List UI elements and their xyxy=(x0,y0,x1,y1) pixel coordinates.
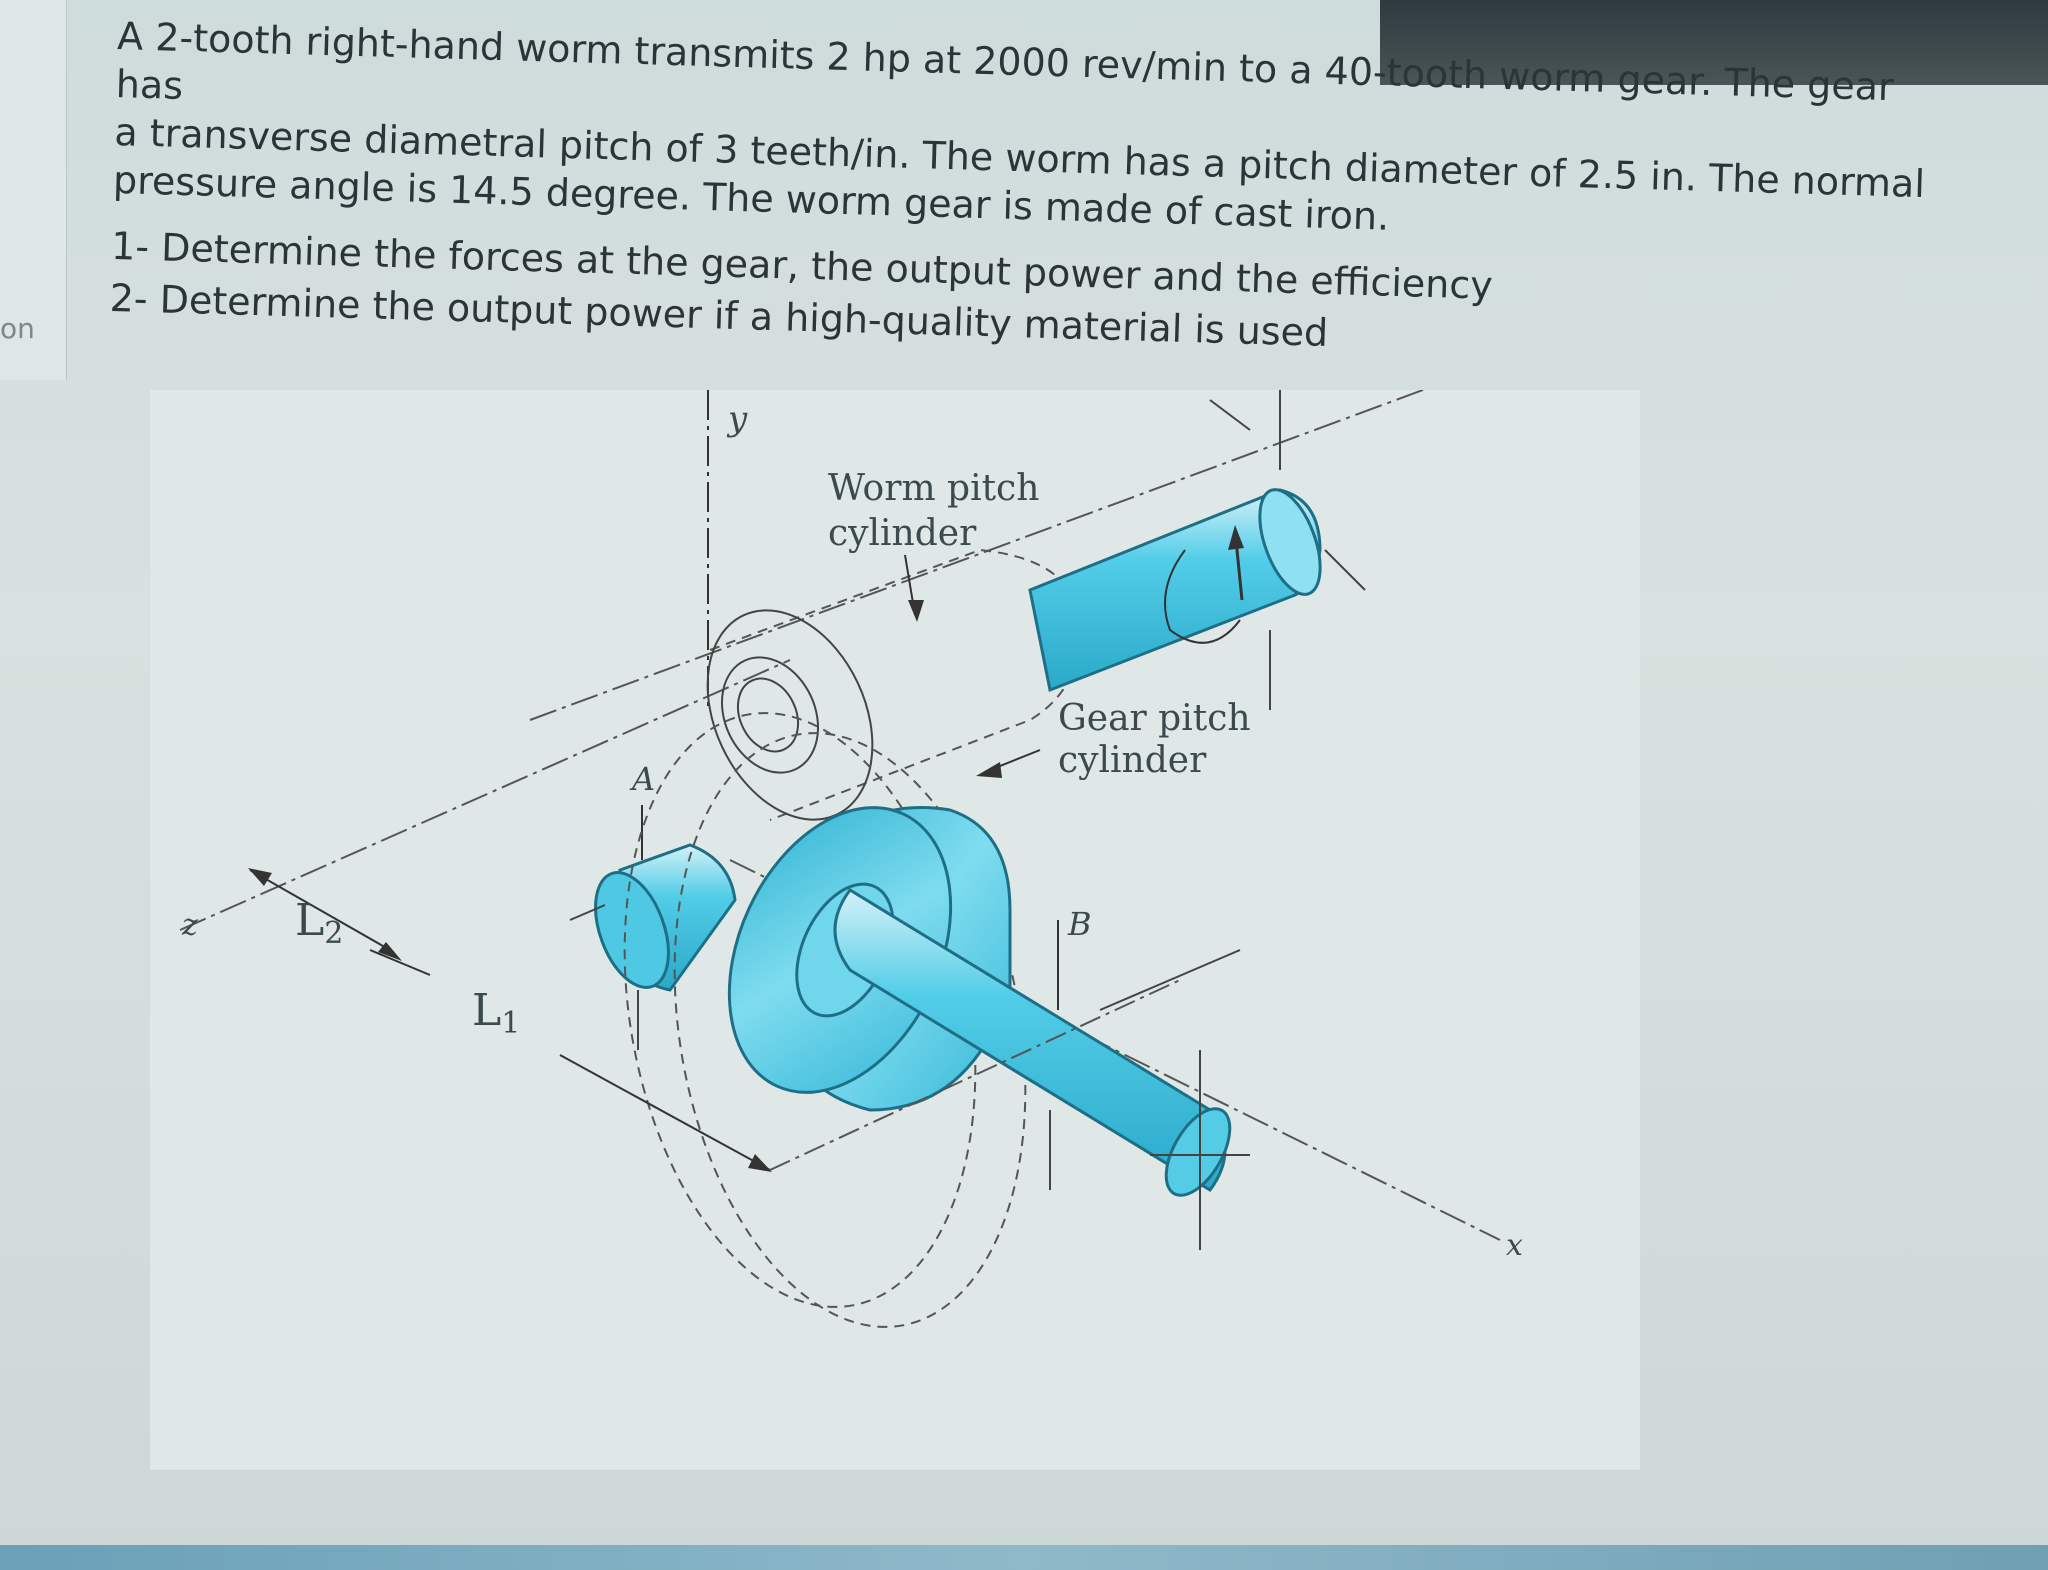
worm-rotation-arrow-icon xyxy=(1164,549,1241,644)
worm-pitch-pointer-arrowhead-icon xyxy=(908,600,924,622)
left-side-tab[interactable]: on xyxy=(0,0,67,380)
problem-statement: A 2-tooth right-hand worm transmits 2 hp… xyxy=(109,12,1957,375)
l1-arrowhead-icon xyxy=(748,1154,772,1172)
worm-torque-arrowhead-icon xyxy=(1228,525,1244,550)
worm-gear-figure: y z x xyxy=(150,379,1640,1470)
side-tab-label: on xyxy=(0,312,35,345)
gear-shaft xyxy=(833,888,1232,1197)
y-axis-label: y xyxy=(726,399,748,439)
l1-dimension-line xyxy=(559,1054,771,1171)
worm-pitch-label-line-2: cylinder xyxy=(828,513,977,554)
taskbar xyxy=(0,1545,2048,1570)
worm-shaft-right xyxy=(1028,488,1322,693)
worm-gear-diagram: y z x xyxy=(179,379,1523,1328)
worm-axis-line xyxy=(529,379,1451,721)
point-b-label: B xyxy=(1067,905,1092,943)
l2-arrowhead-icon xyxy=(248,868,272,886)
l2-extension-line xyxy=(369,949,431,976)
gear-pitch-pointer-arrowhead-icon xyxy=(976,762,1002,778)
worm-end-tick-4 xyxy=(1324,549,1366,591)
worm-left-tick-2 xyxy=(569,904,606,921)
worm-end-tick-3 xyxy=(1209,399,1251,431)
point-a-label: A xyxy=(629,760,655,798)
gear-pitch-label-line-2: cylinder xyxy=(1058,740,1207,781)
l2-arrowhead-right-icon xyxy=(378,942,402,961)
gear-pitch-label-line-1: Gear pitch xyxy=(1058,698,1251,739)
worm-shaft-left xyxy=(594,843,737,992)
l1-label: L1 xyxy=(472,985,520,1041)
worm-bearing-ring-inner xyxy=(736,677,800,753)
worm-pitch-cylinder-outline xyxy=(709,548,1082,821)
worm-bearing-ring-outer xyxy=(720,656,820,774)
l2-dimension-line xyxy=(249,869,391,951)
worm-pitch-label-line-1: Worm pitch xyxy=(828,468,1039,509)
point-b-horizontal xyxy=(1099,949,1241,1011)
window-edge xyxy=(1380,0,2048,85)
z-axis-line xyxy=(179,659,791,931)
l2-label: L2 xyxy=(295,895,343,951)
x-axis-label: x xyxy=(1506,1228,1523,1263)
z-axis-label: z xyxy=(181,908,198,943)
